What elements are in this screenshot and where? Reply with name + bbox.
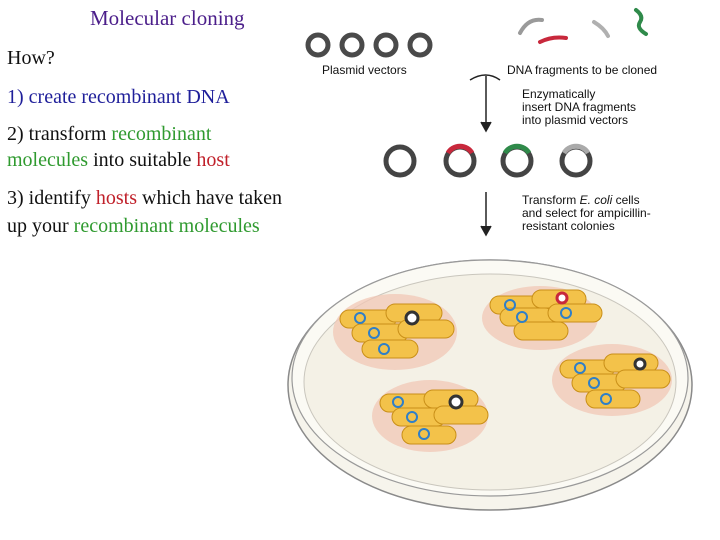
ecoli-cell xyxy=(547,303,603,323)
insert-arrow xyxy=(469,74,501,133)
step-3-taken: which have taken xyxy=(137,187,282,209)
transform-arrow xyxy=(480,192,492,237)
dna-fragment-gray-2 xyxy=(592,20,610,38)
colony-right xyxy=(552,344,672,416)
dna-fragment-gray xyxy=(518,17,544,35)
plasmid-vector xyxy=(305,32,331,58)
ecoli-cell xyxy=(513,321,569,341)
cells-word: cells xyxy=(612,193,640,207)
dna-cluster xyxy=(406,411,418,423)
dna-cluster xyxy=(354,312,366,324)
slide-title: Molecular cloning xyxy=(90,6,245,30)
ecoli-word: E. coli xyxy=(579,193,613,207)
step-3-identify: 3) identify xyxy=(7,187,96,209)
step-3-up: up your xyxy=(7,215,74,237)
step-1: 1) create recombinant DNA xyxy=(7,86,230,108)
insert-label-line-3: into plasmid vectors xyxy=(522,113,629,127)
dna-fragment-red xyxy=(538,35,568,44)
dna-cluster xyxy=(418,428,430,440)
dna-fragment-green xyxy=(634,8,648,36)
colony-top-center xyxy=(482,286,603,350)
step-3-line-1: 3) identify hosts which have taken xyxy=(7,186,282,210)
colony-bottom xyxy=(372,380,489,452)
plasmid-in-cell xyxy=(555,291,569,305)
dna-cluster xyxy=(588,377,600,389)
dna-fragments xyxy=(518,8,648,44)
ecoli-cell xyxy=(615,369,671,389)
dna-cluster xyxy=(504,299,516,311)
step-3-hosts: hosts xyxy=(95,187,137,209)
step-2-line-2: molecules into suitable host xyxy=(7,148,230,172)
transform-label-line-2: and select for ampicillin- xyxy=(522,206,651,220)
transform-label-line-3: resistant colonies xyxy=(522,219,615,233)
transform-word: Transform xyxy=(522,193,580,207)
transform-label-line-1: Transform E. coli cells xyxy=(522,194,640,207)
plasmid-vector xyxy=(407,32,433,58)
step-3-recombinant-molecules: recombinant molecules xyxy=(73,215,260,237)
step-2-recombinant: recombinant xyxy=(111,123,212,145)
dna-cluster xyxy=(574,362,586,374)
plasmid-in-cell xyxy=(448,394,464,410)
dna-cluster xyxy=(368,327,380,339)
recombinant-plasmids-row xyxy=(383,143,593,178)
recombinant-plasmid xyxy=(383,144,417,178)
dna-cluster xyxy=(560,307,572,319)
insert-label-line-2: insert DNA fragments xyxy=(522,100,637,114)
plasmid-in-cell xyxy=(633,357,647,371)
step-2-line-1: 2) transform recombinant xyxy=(7,122,211,146)
plasmid-vectors-row xyxy=(305,32,433,58)
dna-cluster xyxy=(600,393,612,405)
dna-cluster xyxy=(516,311,528,323)
ecoli-cell xyxy=(585,389,641,409)
ecoli-cell xyxy=(603,353,659,373)
how-question: How? xyxy=(7,47,55,69)
step-2-molecules: molecules xyxy=(7,149,89,171)
plasmid-vectors-label: Plasmid vectors xyxy=(322,63,407,77)
dna-cluster xyxy=(392,396,404,408)
dna-fragments-label: DNA fragments to be cloned xyxy=(507,63,658,77)
step-2-into: into suitable xyxy=(88,149,197,171)
colony-left xyxy=(333,294,457,370)
step-2-host: host xyxy=(196,149,230,171)
insert-label-line-1: Enzymatically xyxy=(522,87,596,101)
plasmid-in-cell xyxy=(404,310,420,326)
step-2-text: 2) transform xyxy=(7,123,112,145)
step-3-line-2: up your recombinant molecules xyxy=(7,214,260,238)
plasmid-vector xyxy=(373,32,399,58)
ecoli-cell xyxy=(433,405,489,425)
plasmid-vector xyxy=(339,32,365,58)
dna-cluster xyxy=(378,343,390,355)
